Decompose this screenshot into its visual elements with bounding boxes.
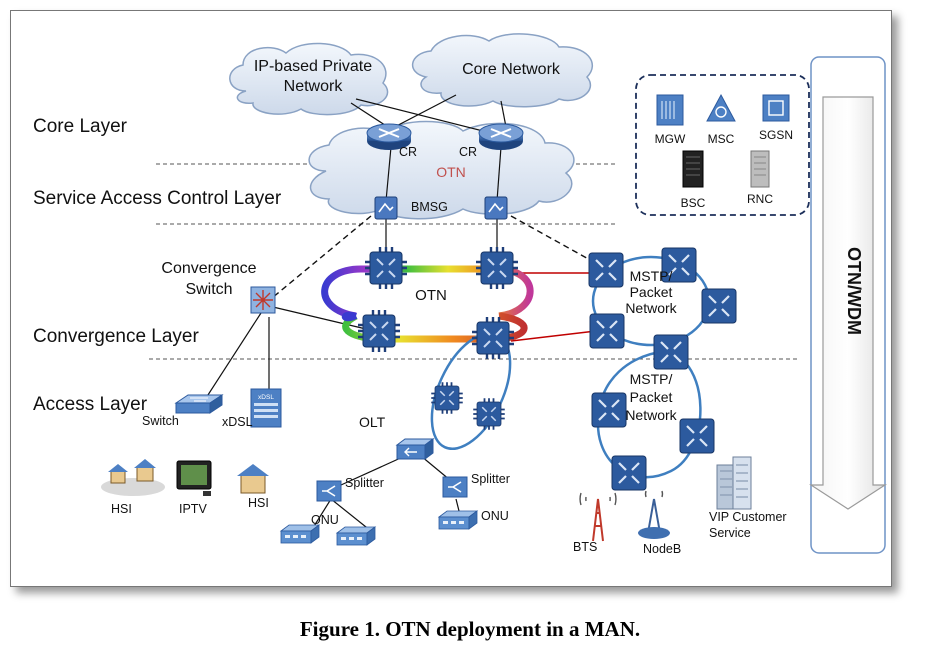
layer-separators: [149, 163, 799, 360]
mstp-switch-icon: [587, 251, 625, 289]
rnc-server-icon: [750, 150, 770, 188]
ip-private-network-label-line1: IP-based Private: [254, 58, 372, 75]
building-icon: [716, 456, 752, 510]
onu-icon: [438, 510, 478, 530]
service-access-control-layer-label: Service Access Control Layer: [33, 188, 282, 209]
xdsl-icon: xDSL: [250, 388, 282, 428]
bmsg-icon: [374, 196, 398, 220]
onu-label: ONU: [311, 513, 339, 527]
mstp-switch-icon: [590, 391, 628, 429]
tv-icon: [176, 460, 212, 496]
core-network-label: Core Network: [462, 61, 561, 78]
ring-switch-icon: [363, 245, 409, 291]
onu-icon: [336, 526, 376, 546]
vip-label-line1: VIP Customer: [709, 510, 787, 524]
dashed-links: [265, 215, 602, 304]
hsi-label: HSI: [111, 502, 132, 516]
nodeb-label: NodeB: [643, 542, 681, 556]
network-diagram: xDSL: [33, 33, 888, 556]
splitter-label: Splitter: [345, 476, 384, 490]
mstp-switch-icon: [588, 312, 626, 350]
mstp-switch-icon: [610, 454, 648, 492]
mstp-lower-label-line3: Network: [625, 407, 677, 423]
ring-switch-icon: [356, 308, 402, 354]
mstp-switch-icon: [700, 287, 738, 325]
red-links: [510, 272, 597, 342]
bmsg-label: BMSG: [411, 200, 448, 214]
olt-icon: [395, 438, 435, 460]
down-arrow-icon: [808, 96, 888, 510]
convergence-switch-label-line2: Switch: [185, 281, 232, 298]
cr-label: CR: [459, 145, 477, 159]
ring-switch-icon: [470, 315, 516, 361]
switch-label: Switch: [142, 414, 179, 428]
bmsg-icon: [484, 196, 508, 220]
ring-switch-icon: [474, 245, 520, 291]
onu-label: ONU: [481, 509, 509, 523]
router-icon: [478, 123, 524, 151]
otn-wdm-label: OTN/WDM: [844, 247, 864, 335]
ring-switch-icon: [472, 397, 506, 431]
core-network-cloud: [412, 33, 593, 108]
figure-frame: xDSL: [10, 10, 892, 587]
ring-switch-icon: [430, 381, 464, 415]
splitter-label: Splitter: [471, 472, 510, 486]
convergence-switch-icon: [250, 286, 276, 314]
xdsl-label: xDSL: [222, 415, 253, 429]
bsc-server-icon: [682, 150, 704, 188]
otn-cloud-label: OTN: [436, 164, 466, 180]
msc-icon: [706, 93, 736, 122]
otn-ring-label: OTN: [415, 287, 447, 304]
rnc-label: RNC: [747, 192, 773, 206]
cr-label: CR: [399, 145, 417, 159]
switch-icon: [174, 394, 224, 414]
antenna-tower-icon: [579, 492, 617, 542]
mobile-core-box: [635, 74, 810, 216]
splitter-icon: [316, 480, 342, 502]
figure-caption: Figure 1. OTN deployment in a MAN.: [299, 617, 641, 641]
bsc-label: BSC: [681, 196, 706, 210]
iptv-label: IPTV: [179, 502, 207, 516]
access-layer-label: Access Layer: [33, 394, 148, 415]
splitter-icon: [442, 476, 468, 498]
mstp-lower-label-line2: Packet: [630, 389, 673, 405]
house-icon: [101, 459, 165, 496]
ip-private-network-cloud: [229, 42, 389, 116]
core-layer-label: Core Layer: [33, 116, 128, 137]
onu-icon: [280, 524, 320, 544]
hsi-label: HSI: [248, 496, 269, 510]
mstp-upper-label-line1: MSTP/: [630, 268, 673, 284]
house-icon: [237, 464, 269, 494]
convergence-layer-label: Convergence Layer: [33, 326, 199, 347]
mstp-upper-label-line2: Packet: [630, 284, 673, 300]
mstp-upper-label-line3: Network: [625, 300, 677, 316]
convergence-switch-label-line1: Convergence: [161, 260, 256, 277]
mstp-lower-label-line1: MSTP/: [630, 371, 673, 387]
olt-label: OLT: [359, 414, 386, 430]
sgsn-icon: [762, 94, 790, 122]
mgw-icon: [656, 94, 684, 126]
otn-wdm-bar: OTN/WDM: [808, 56, 888, 554]
mgw-label: MGW: [655, 132, 686, 146]
bts-label: BTS: [573, 540, 597, 554]
msc-label: MSC: [708, 132, 735, 146]
mstp-switch-icon: [652, 333, 690, 371]
vip-label-line2: Service: [709, 526, 751, 540]
nodeb-icon: [638, 490, 670, 539]
mstp-switch-icon: [678, 417, 716, 455]
xdsl-badge: xDSL: [258, 394, 274, 401]
sgsn-label: SGSN: [759, 128, 793, 142]
ip-private-network-label-line2: Network: [284, 78, 344, 95]
